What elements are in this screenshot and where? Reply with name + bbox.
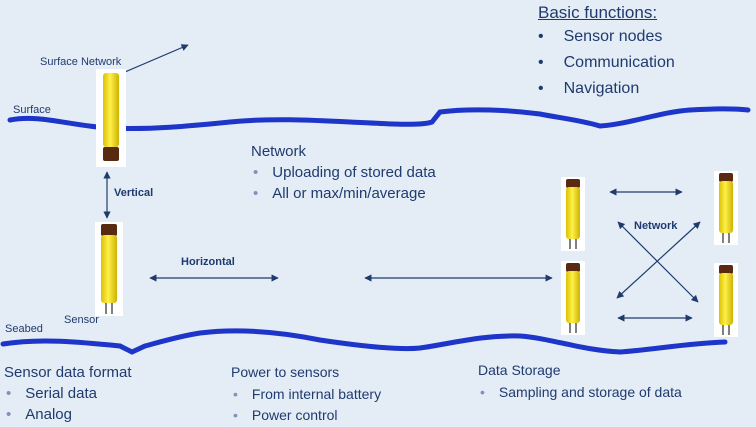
network-item: •Uploading of stored data [253, 164, 436, 181]
label-seabed: Seabed [5, 323, 43, 335]
sensor-network-bottom-right [714, 263, 738, 337]
sensor-data-format-item: •Analog [6, 406, 72, 423]
sensor-network-bottom-left [561, 261, 585, 335]
data-storage-item: •Sampling and storage of data [480, 384, 682, 400]
label-network-arrow: Network [634, 220, 677, 232]
basic-functions-item: •Navigation [538, 80, 639, 98]
network-item: •All or max/min/average [253, 185, 426, 202]
power-to-sensors-item: •From internal battery [233, 386, 381, 402]
data-storage-title: Data Storage [478, 362, 561, 378]
cross-arrow-a [618, 222, 698, 302]
sensor-surface [96, 69, 126, 167]
power-to-sensors-title: Power to sensors [231, 364, 339, 380]
basic-functions-title: Basic functions: [538, 3, 657, 23]
sensor-network-top-right [714, 171, 738, 245]
basic-functions-item: •Sensor nodes [538, 28, 662, 46]
sensor-data-format-item: •Serial data [6, 385, 97, 402]
sensor-network-top-left [561, 177, 585, 251]
sensor-vertical [95, 222, 123, 316]
basic-functions-item: •Communication [538, 54, 675, 72]
surface-network-arrow [125, 45, 188, 72]
label-vertical: Vertical [114, 187, 153, 199]
sensor-data-format-title: Sensor data format [4, 364, 132, 381]
label-surface: Surface [13, 104, 51, 116]
power-to-sensors-item: •Power control [233, 407, 338, 423]
seabed-line [3, 331, 725, 352]
label-horizontal: Horizontal [181, 256, 235, 268]
label-sensor: Sensor [64, 314, 99, 326]
network-title: Network [251, 143, 306, 160]
label-surface-network: Surface Network [40, 56, 121, 68]
